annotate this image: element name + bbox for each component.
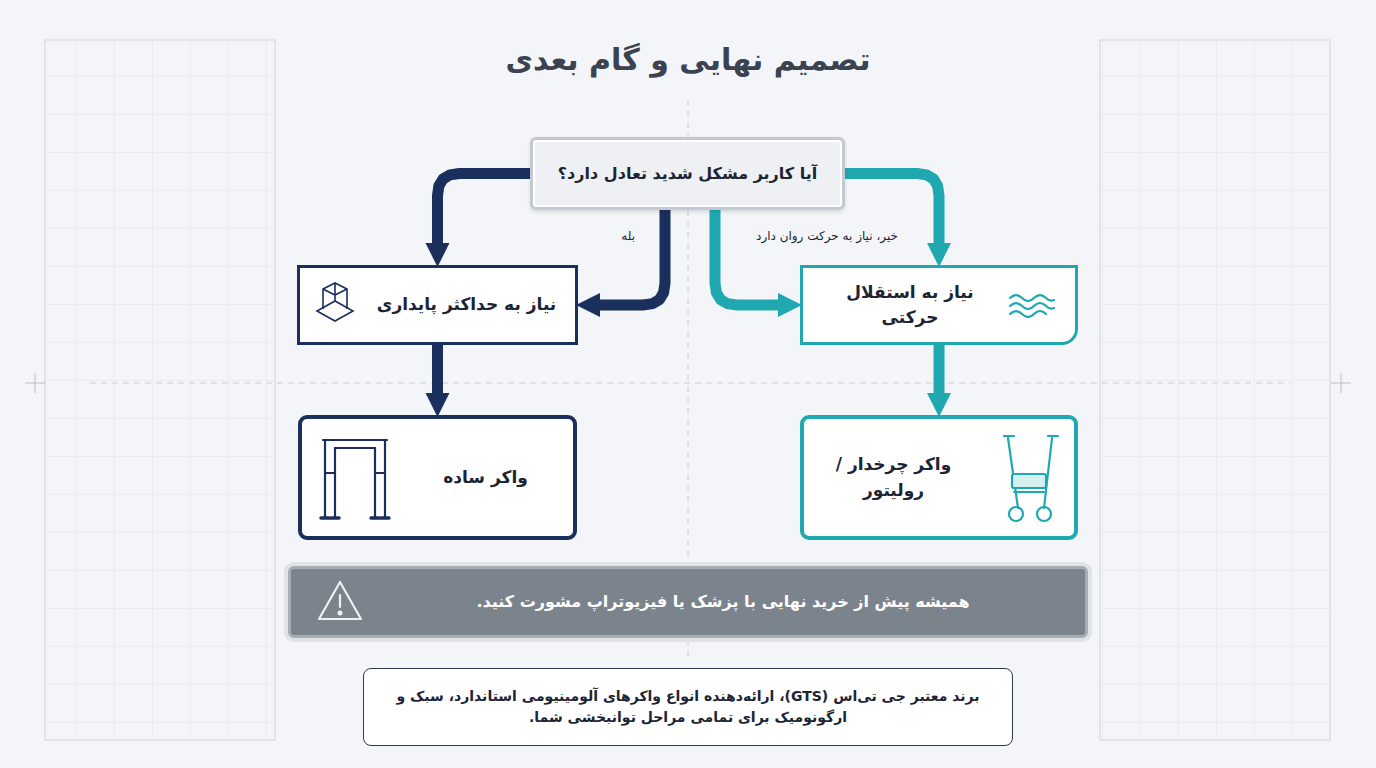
decision-box: آیا کاربر مشکل شدید تعادل دارد؟ (530, 137, 845, 210)
diagram-title: تصمیم نهایی و گام بعدی (0, 42, 1376, 77)
node-text: آیا کاربر مشکل شدید تعادل دارد؟ (558, 162, 817, 186)
node-text: واکر چرخدار / رولیتور (818, 452, 969, 503)
flow-arrow (715, 210, 778, 305)
product-box: واکر ساده (298, 415, 577, 540)
node-text: برند معتبر جی تی‌اس (GTS)، ارائه‌دهنده ا… (382, 686, 994, 728)
edge-label: بله (617, 228, 639, 244)
product-box: واکر چرخدار / رولیتور (800, 415, 1078, 540)
flow-arrow (600, 210, 665, 305)
node-text: نیاز به حداکثر پایداری (377, 292, 556, 318)
requirement-box: نیاز به استقلال حرکتی (800, 265, 1078, 345)
brand-note-box: برند معتبر جی تی‌اس (GTS)، ارائه‌دهنده ا… (363, 668, 1013, 746)
node-text: همیشه پیش از خرید نهایی با پزشک یا فیزیو… (476, 590, 969, 614)
warning-band: همیشه پیش از خرید نهایی با پزشک یا فیزیو… (288, 566, 1088, 638)
edge-label: خیر، نیاز به حرکت روان دارد (752, 228, 902, 244)
flow-arrow (438, 174, 531, 244)
flow-arrow (432, 345, 443, 393)
node-text: نیاز به استقلال حرکتی (817, 280, 1003, 331)
requirement-box: نیاز به حداکثر پایداری (297, 265, 578, 345)
node-text: واکر ساده (443, 465, 528, 491)
flow-arrow (934, 345, 945, 393)
